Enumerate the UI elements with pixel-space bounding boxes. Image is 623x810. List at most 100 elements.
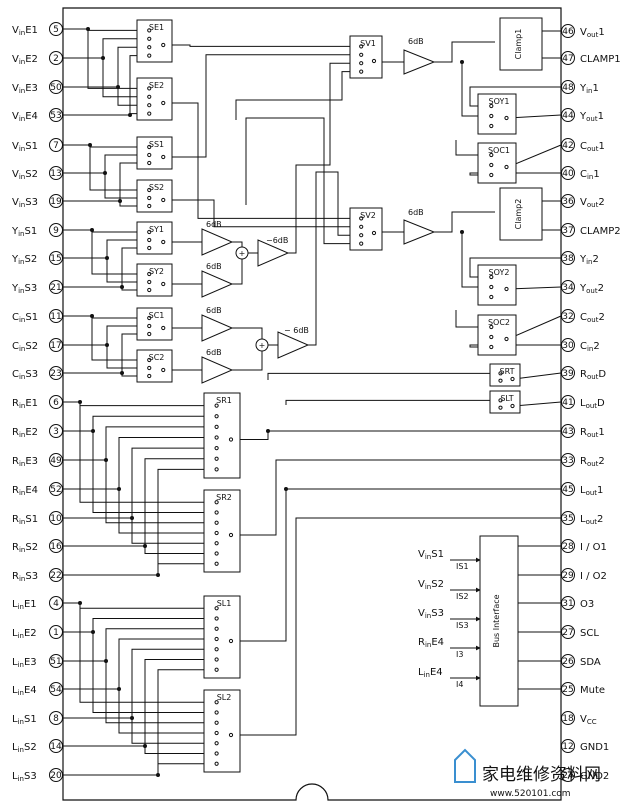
left-pin-label: CinS1 [12, 312, 38, 324]
left-pin-circle [49, 654, 63, 668]
right-pin-circle [561, 51, 575, 65]
switch-label: SOY1 [489, 97, 510, 106]
switch-contact [214, 616, 219, 621]
bus-input-tag: I3 [456, 650, 463, 659]
switch-contact [147, 28, 152, 33]
signal-wire [89, 145, 149, 191]
left-pin-circle [49, 682, 63, 696]
signal-wire [102, 58, 149, 98]
switch-label: SE1 [149, 23, 164, 32]
amp-y-minus [257, 239, 290, 267]
junction-dot [460, 230, 464, 234]
switch-contact [147, 315, 152, 321]
signal-wire [513, 372, 562, 380]
switch-contact [147, 195, 152, 201]
switch-contact [214, 636, 219, 642]
signal-wire [507, 315, 562, 340]
signal-wire [144, 659, 216, 746]
left-pin-number: 54 [50, 685, 62, 695]
right-pin-number: 36 [562, 197, 574, 207]
left-pin-number: 22 [50, 571, 61, 581]
switch-sr1 [203, 392, 241, 479]
signal-wire [164, 199, 360, 228]
amp-sy1 [201, 228, 234, 256]
right-pin-circle [561, 511, 575, 525]
switch-contact [214, 720, 219, 725]
switch-label: SV1 [360, 39, 376, 48]
switch-contact [489, 284, 494, 290]
junction-dot [88, 143, 92, 147]
switch-contact [489, 162, 494, 168]
switch-contact [214, 467, 219, 472]
junction-dot [120, 371, 124, 375]
bus-input-label: VinS2 [418, 579, 444, 591]
switch-contact [359, 224, 364, 229]
left-pin-number: 14 [50, 742, 62, 752]
left-pin-number: 10 [50, 514, 62, 524]
left-pin-label: RinE3 [12, 456, 38, 468]
right-pin-number: 26 [562, 657, 574, 667]
switch-contact [147, 94, 152, 99]
switch-contact [147, 111, 152, 116]
signal-wire [118, 489, 216, 534]
right-pin-number: 25 [562, 685, 573, 695]
signal-wire [232, 488, 561, 642]
left-pin-circle [49, 739, 63, 753]
switch-common [504, 164, 509, 170]
signal-wire [507, 286, 562, 290]
left-pin-label: YinS2 [11, 254, 37, 266]
junction-dot [460, 60, 464, 64]
junction-dot [117, 687, 121, 691]
signal-wire [157, 669, 216, 775]
switch-common [161, 325, 166, 331]
junction-dot [90, 228, 94, 232]
switch-contact [214, 751, 219, 756]
left-pin-number: 4 [53, 599, 59, 609]
junction-dot [266, 429, 270, 433]
switch-common [161, 239, 166, 245]
right-pin-number: 38 [562, 254, 574, 264]
switch-soc2 [477, 314, 517, 356]
right-pin-label: Lout2 [580, 514, 603, 526]
clamp1-label: Clamp1 [514, 29, 523, 60]
left-pin-number: 21 [50, 283, 61, 293]
right-pin-number: 40 [562, 169, 574, 179]
right-pin-label: Cin2 [580, 341, 600, 353]
switch-se2 [136, 77, 173, 121]
switch-label: SLT [500, 394, 513, 403]
right-pin-label: CLAMP1 [580, 54, 621, 65]
signal-wire [144, 746, 216, 754]
switch-common [228, 532, 234, 538]
right-pin-label: Rout1 [580, 427, 605, 439]
junction-dot [105, 256, 109, 260]
right-pin-number: 32 [562, 312, 573, 322]
signal-wire [288, 62, 360, 254]
signal-wire [104, 173, 149, 199]
junction-dot [101, 56, 105, 60]
switch-soc1 [477, 142, 517, 184]
junction-dot [78, 601, 82, 605]
right-pin-label: LoutD [580, 398, 605, 410]
right-pin-number: 30 [562, 341, 574, 351]
switch-contact [147, 245, 152, 251]
junction-dot [128, 113, 132, 117]
signal-wire [91, 316, 149, 361]
switch-contact [147, 373, 152, 379]
right-pin-number: 12 [562, 742, 573, 752]
signal-wire [92, 632, 216, 713]
summing-sign: + [259, 341, 266, 350]
switch-contact [359, 69, 364, 74]
junction-dot [90, 314, 94, 318]
left-pin-circle [49, 366, 63, 380]
right-pin-number: 43 [562, 427, 573, 437]
left-pin-number: 50 [50, 83, 62, 93]
switch-label: SE2 [149, 81, 164, 90]
gain-sy1: 6dB [206, 220, 222, 229]
signal-wire [513, 401, 562, 407]
left-pin-label: YinS1 [11, 226, 37, 238]
right-pin-number: 41 [562, 398, 573, 408]
junction-dot [284, 487, 288, 491]
bus-input-tag: IS1 [456, 562, 469, 571]
left-pin-label: RinE1 [12, 398, 38, 410]
